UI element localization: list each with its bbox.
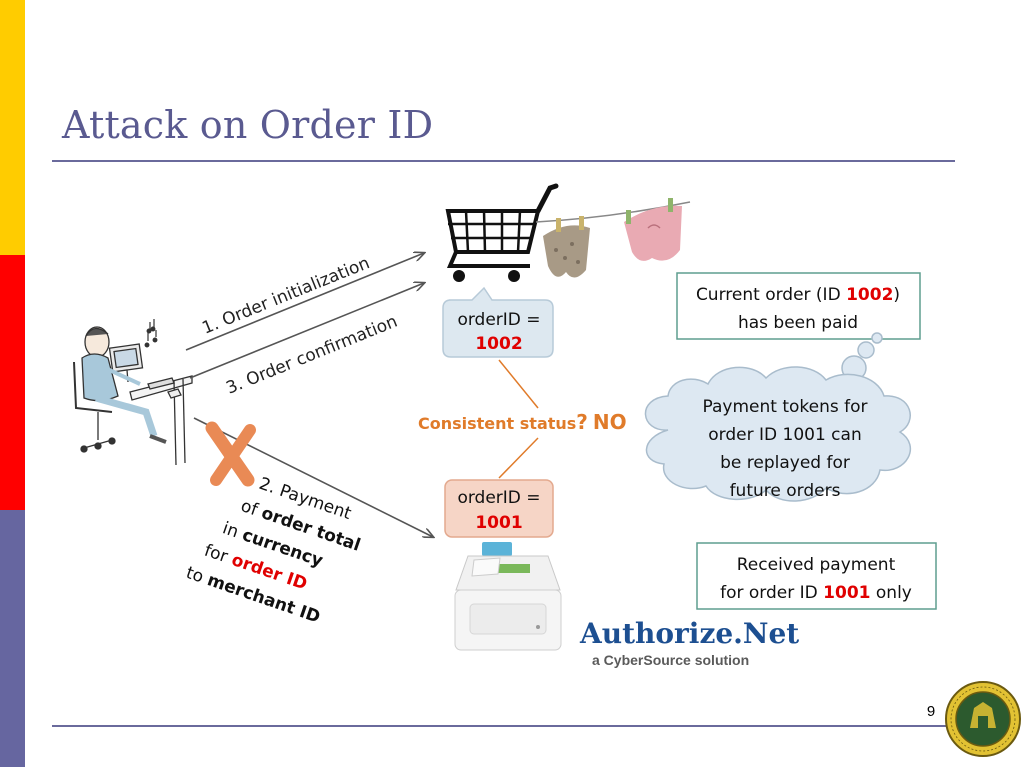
title-underline	[52, 160, 955, 162]
shop-order-label: orderID =	[457, 310, 540, 330]
consistent-status: Consistent status?NO	[418, 410, 627, 434]
brand-tagline: a CyberSource solution	[592, 652, 749, 668]
received-line2: for order ID 1001 only	[720, 583, 912, 603]
cash-register-icon	[454, 542, 562, 651]
cashier-order-value: 1001	[475, 513, 522, 533]
current-order-line1: Current order (ID 1002)	[696, 285, 900, 305]
shopping-cart-icon	[445, 183, 559, 282]
cloud-line4: future orders	[730, 481, 841, 501]
shop-order-value: 1002	[475, 334, 522, 354]
authorize-net-logo: Authorize.Net a CyberSource solution	[579, 617, 799, 668]
hanging-clothes-icon	[535, 198, 691, 278]
current-order-line2: has been paid	[738, 313, 858, 333]
cashier-order-label: orderID =	[457, 488, 540, 508]
cloud-line2: order ID 1001 can	[708, 425, 861, 445]
cloud-line1: Payment tokens for	[702, 397, 867, 417]
footer-rule	[52, 725, 952, 727]
accent-bar-red	[0, 255, 25, 510]
arrow-payment	[193, 417, 433, 537]
user-at-computer-icon	[73, 319, 193, 466]
arrow-order-initialization	[185, 253, 424, 351]
slide-title: Attack on Order ID	[62, 103, 434, 147]
accent-bar-purple	[0, 510, 25, 767]
cashier-order-box: orderID = 1001	[444, 479, 554, 538]
x-mark-icon	[205, 421, 256, 487]
replay-cloud: Payment tokens for order ID 1001 can be …	[644, 366, 912, 502]
page-number: 9	[926, 703, 936, 720]
thought-bubbles	[841, 332, 883, 381]
arrow-order-confirmation	[189, 283, 424, 379]
brand-name: Authorize.Net	[579, 617, 799, 650]
shop-order-box: orderID = 1002	[442, 286, 554, 358]
received-line1: Received payment	[737, 555, 896, 575]
accent-bar-yellow	[0, 0, 25, 255]
connector-shop-status	[498, 359, 539, 409]
received-payment-box: Received payment for order ID 1001 only	[696, 542, 937, 610]
connector-status-cashier	[498, 437, 539, 479]
current-order-box: Current order (ID 1002) has been paid	[676, 272, 921, 340]
college-seal-icon	[945, 681, 1021, 757]
cloud-line3: be replayed for	[720, 453, 850, 473]
